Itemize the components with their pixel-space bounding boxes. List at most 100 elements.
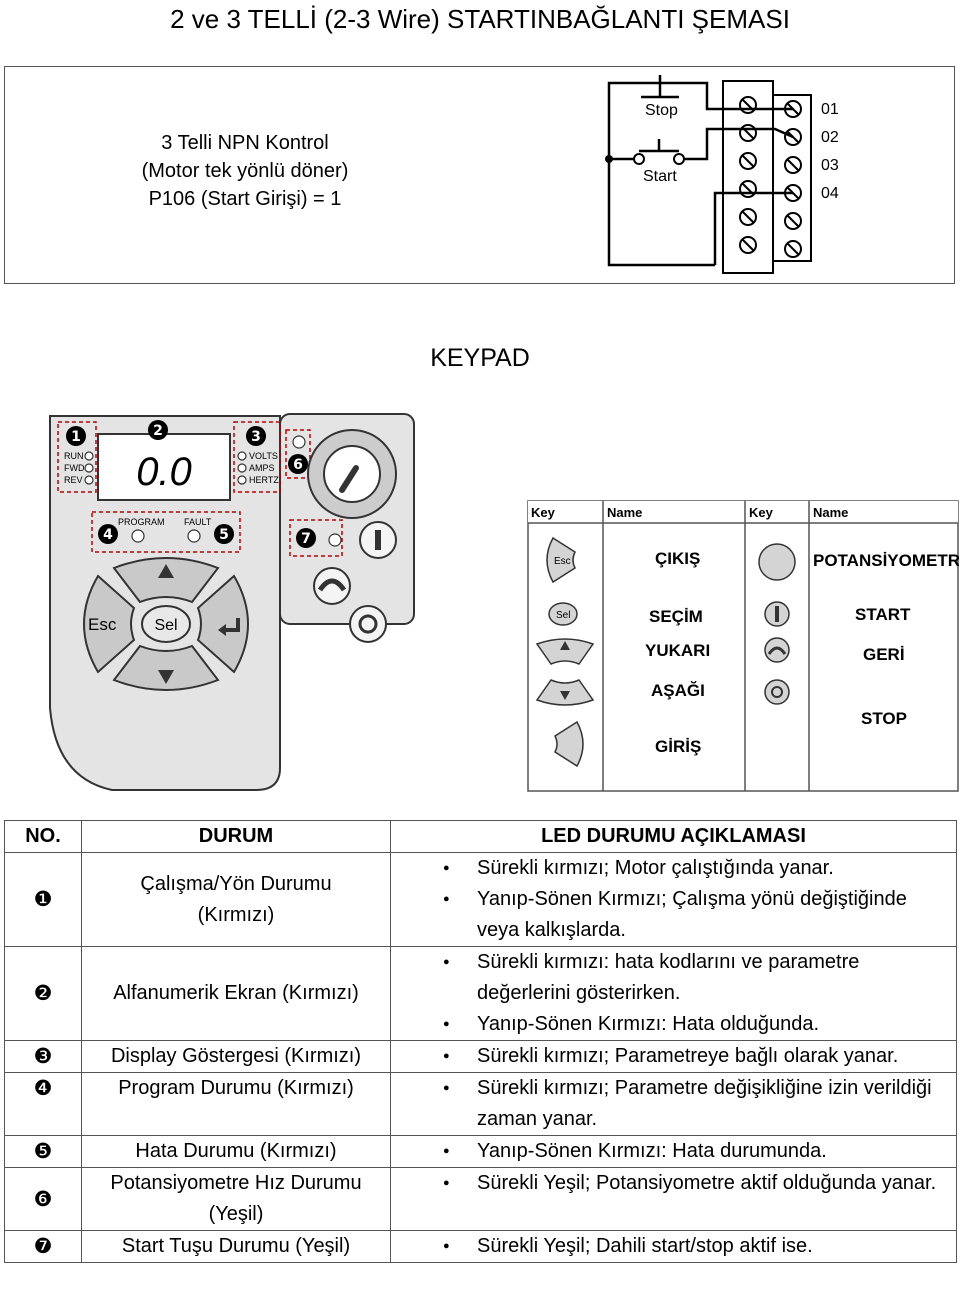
row-number: ❺ [4,1135,82,1168]
wiring-line-1: 3 Telli NPN Kontrol [161,132,329,154]
table-row: ❻ Potansiyometre Hız Durumu (Yeşil) Süre… [4,1167,957,1231]
wiring-schematic: Stop Start 01 02 03 04 [605,75,839,274]
terminal-label: 01 [821,101,839,118]
row-status: Start Tuşu Durumu (Yeşil) [81,1230,391,1263]
svg-text:Esc: Esc [554,556,571,567]
row-description: Sürekli kırmızı; Parametreye bağlı olara… [390,1040,957,1073]
row-description: Sürekli Yeşil; Potansiyometre aktif oldu… [390,1167,957,1231]
wiring-description: 3 Telli NPN Kontrol (Motor tek yönlü dön… [55,129,435,213]
table-row: ❸ Display Göstergesi (Kırmızı) Sürekli k… [4,1040,957,1073]
terminal-label: 03 [821,157,839,174]
sel-label: Sel [154,617,177,634]
table-row: ❶ Çalışma/Yön Durumu (Kırmızı) Sürekli k… [4,852,957,947]
col-header-status: DURUM [81,820,391,853]
row-status: Hata Durumu (Kırmızı) [81,1135,391,1168]
row-status: Potansiyometre Hız Durumu (Yeşil) [81,1167,391,1231]
wiring-line-3: P106 (Start Girişi) = 1 [148,188,342,210]
terminal-label: 04 [821,185,839,202]
list-item: Yanıp-Sönen Kırmızı; Çalışma yönü değişt… [395,884,952,946]
row-number: ❶ [4,852,82,947]
callout-number: 5 [219,527,229,543]
program-label: PROGRAM [118,517,165,527]
legend-name: POTANSİYOMETRE [813,551,959,570]
page-title: 2 ve 3 TELLİ (2-3 Wire) STARTINBAĞLANTI … [170,4,790,34]
legend-header: Name [607,505,642,520]
esc-key[interactable] [83,574,136,674]
fault-label: FAULT [184,517,212,527]
wiring-line-2: (Motor tek yönlü döner) [141,160,349,182]
row-status: Program Durumu (Kırmızı) [81,1072,391,1136]
table-row: ❷ Alfanumerik Ekran (Kırmızı) Sürekli kı… [4,946,957,1041]
row-number: ❻ [4,1167,82,1231]
row-description: Yanıp-Sönen Kırmızı: Hata durumunda. [390,1135,957,1168]
legend-header: Name [813,505,848,520]
list-item: Sürekli kırmızı; Parametreye bağlı olara… [395,1041,952,1072]
led-label: AMPS [249,463,275,473]
led-label: VOLTS [249,451,278,461]
row-description: Sürekli kırmızı; Motor çalıştığında yana… [390,852,957,947]
start-key[interactable] [359,521,397,559]
table-row: ❼ Start Tuşu Durumu (Yeşil) Sürekli Yeşi… [4,1230,957,1263]
legend-header: Key [531,505,556,520]
reverse-key[interactable] [313,567,351,605]
legend-name: ÇIKIŞ [655,549,700,568]
row-number: ❸ [4,1040,82,1073]
row-description: Sürekli Yeşil; Dahili start/stop aktif i… [390,1230,957,1263]
start-label: Start [643,168,677,185]
stop-key[interactable] [349,605,387,643]
row-status: Alfanumerik Ekran (Kırmızı) [81,946,391,1041]
stop-label: Stop [645,102,678,119]
keypad-device: 0.0 RUN FWD REV VOLTS AMPS HERTZ PROGRAM… [49,413,415,791]
led-status-table: NO. DURUM LED DURUMU AÇIKLAMASI ❶ Çalışm… [4,820,957,1263]
list-item: Yanıp-Sönen Kırmızı: Hata durumunda. [395,1136,952,1167]
legend-header: Key [749,505,774,520]
legend-name: AŞAĞI [651,681,705,700]
row-number: ❼ [4,1230,82,1263]
legend-name: GERİ [863,645,905,664]
led-label: FWD [64,463,85,473]
table-row: ❹ Program Durumu (Kırmızı) Sürekli kırmı… [4,1072,957,1136]
keypad-title: KEYPAD [430,344,530,372]
callout-number: 4 [103,527,113,543]
esc-label: Esc [88,615,117,634]
legend-name: SEÇİM [649,607,703,626]
display-value: 0.0 [136,450,192,494]
list-item: Sürekli kırmızı; Parametre değişikliğine… [395,1073,952,1135]
led-label: HERTZ [249,475,279,485]
row-number: ❹ [4,1072,82,1136]
table-row: ❺ Hata Durumu (Kırmızı) Yanıp-Sönen Kırm… [4,1135,957,1168]
list-item: Sürekli Yeşil; Dahili start/stop aktif i… [395,1231,952,1262]
key-legend: Key Name Key Name Esc Sel ÇIKIŞ SEÇİM YU… [527,500,959,792]
led-label: RUN [64,451,84,461]
list-item: Sürekli Yeşil; Potansiyometre aktif oldu… [395,1168,952,1199]
list-item: Yanıp-Sönen Kırmızı: Hata olduğunda. [395,1009,952,1040]
up-key[interactable] [112,557,220,604]
callout-number: 2 [153,423,163,439]
svg-text:Sel: Sel [556,610,570,621]
col-header-no: NO. [4,820,82,853]
legend-name: YUKARI [645,641,710,660]
row-description: Sürekli kırmızı: hata kodlarını ve param… [390,946,957,1041]
row-status: Çalışma/Yön Durumu (Kırmızı) [81,852,391,947]
table-header-row: NO. DURUM LED DURUMU AÇIKLAMASI [4,820,957,853]
legend-name: START [855,605,911,624]
list-item: Sürekli kırmızı; Motor çalıştığında yana… [395,853,952,884]
down-key[interactable] [112,644,220,691]
terminal-label: 02 [821,129,839,146]
callout-number: 6 [293,457,303,473]
callout-number: 3 [251,429,261,445]
led-label: REV [64,475,83,485]
col-header-description: LED DURUMU AÇIKLAMASI [390,820,957,853]
row-description: Sürekli kırmızı; Parametre değişikliğine… [390,1072,957,1136]
wiring-diagram-box: 3 Telli NPN Kontrol (Motor tek yönlü dön… [4,66,955,284]
row-number: ❷ [4,946,82,1041]
sel-key[interactable] [141,605,191,643]
potentiometer-knob[interactable] [307,429,397,519]
enter-key[interactable] [196,574,249,674]
list-item: Sürekli kırmızı: hata kodlarını ve param… [395,947,952,1009]
row-status: Display Göstergesi (Kırmızı) [81,1040,391,1073]
callout-number: 7 [301,531,311,547]
legend-name: GİRİŞ [655,737,701,756]
legend-name: STOP [861,709,907,728]
callout-number: 1 [71,429,81,445]
